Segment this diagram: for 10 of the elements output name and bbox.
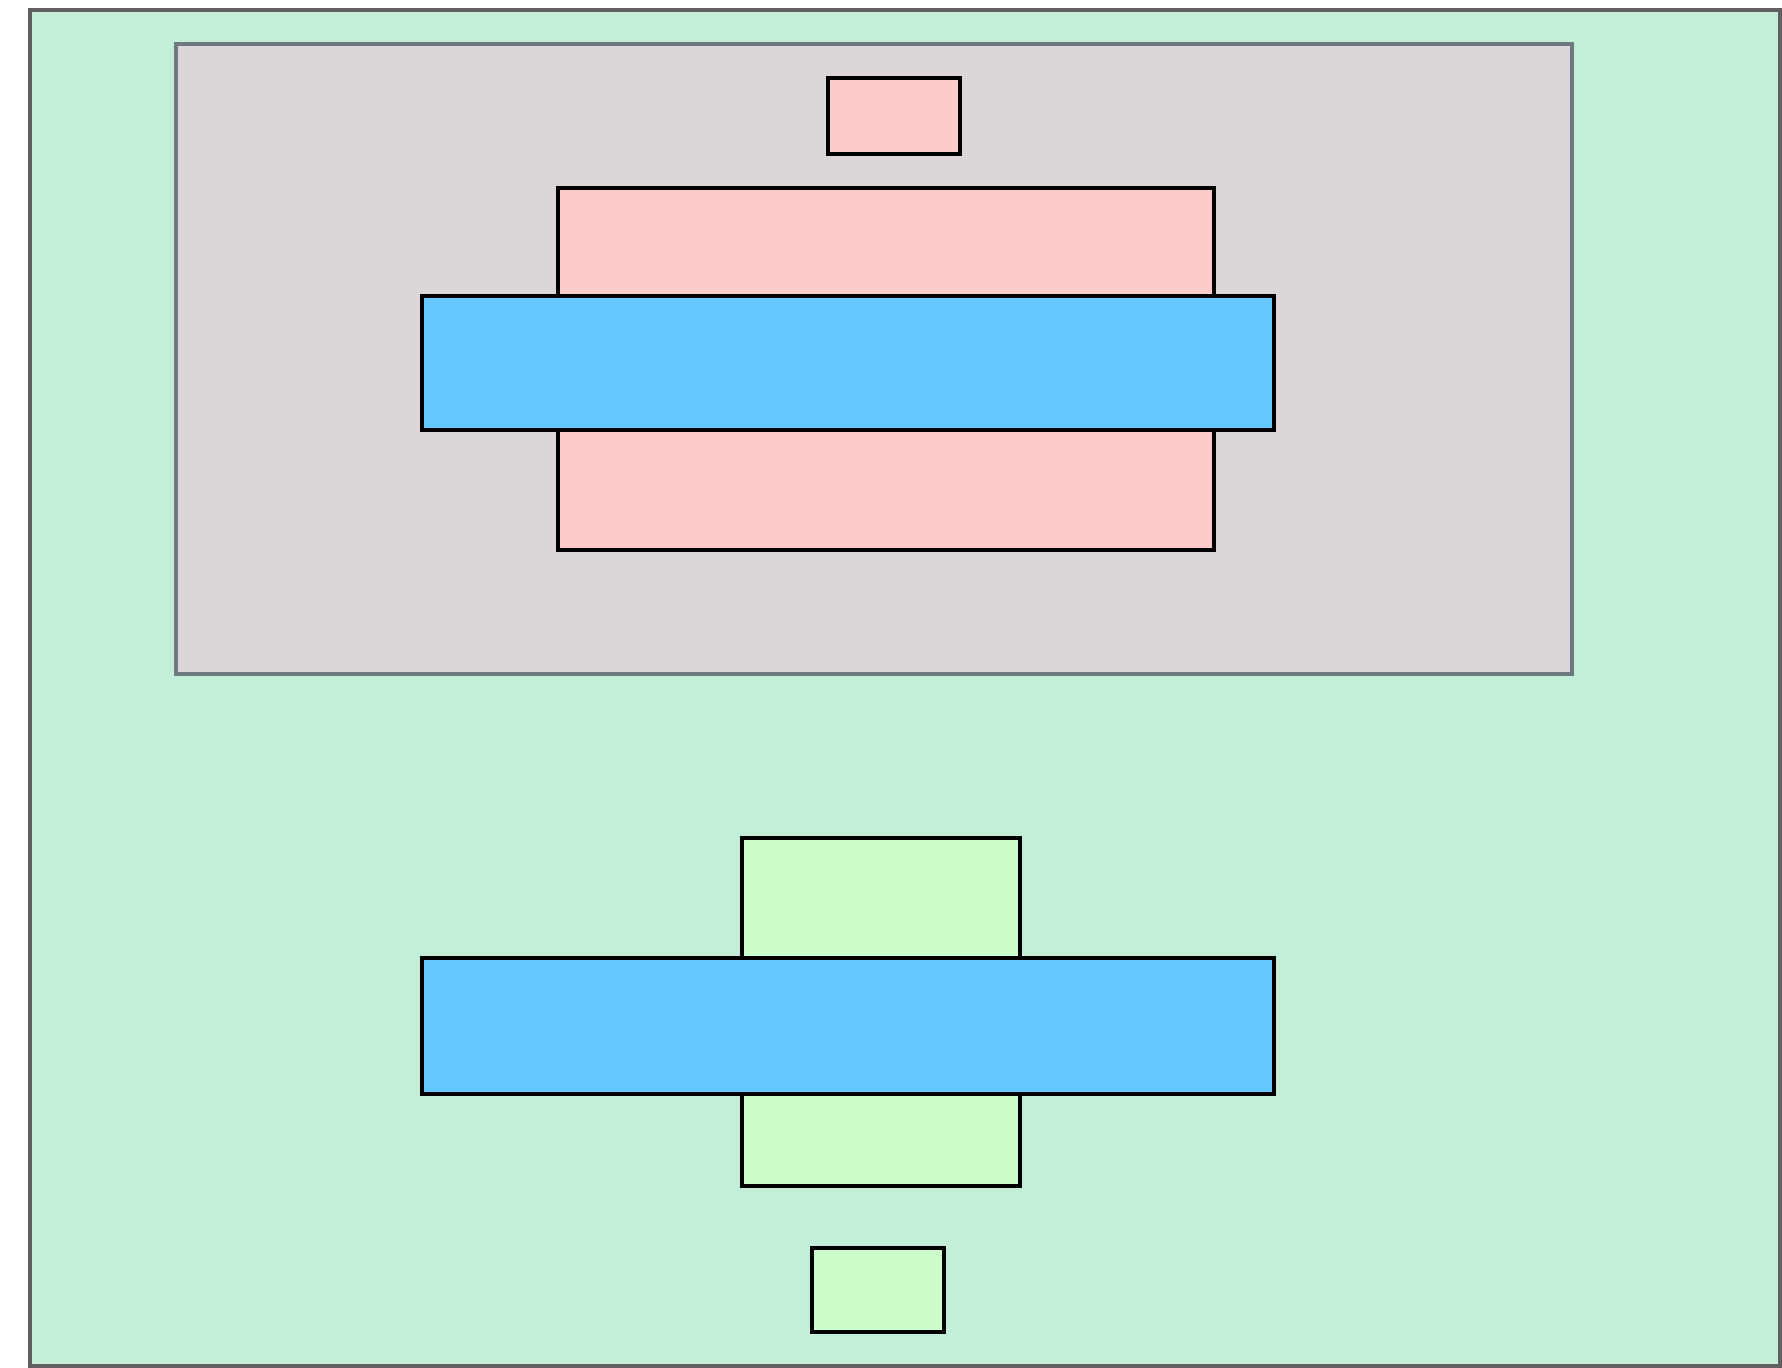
small-block <box>826 76 962 156</box>
small-block <box>810 1246 946 1334</box>
lower-block <box>740 1092 1022 1188</box>
horizontal-bar <box>420 956 1276 1096</box>
horizontal-bar <box>420 294 1276 432</box>
background-panel <box>28 8 1782 1368</box>
upper-block <box>740 836 1022 960</box>
lower-block <box>556 428 1216 552</box>
upper-block <box>556 186 1216 298</box>
inner-panel <box>174 42 1574 676</box>
